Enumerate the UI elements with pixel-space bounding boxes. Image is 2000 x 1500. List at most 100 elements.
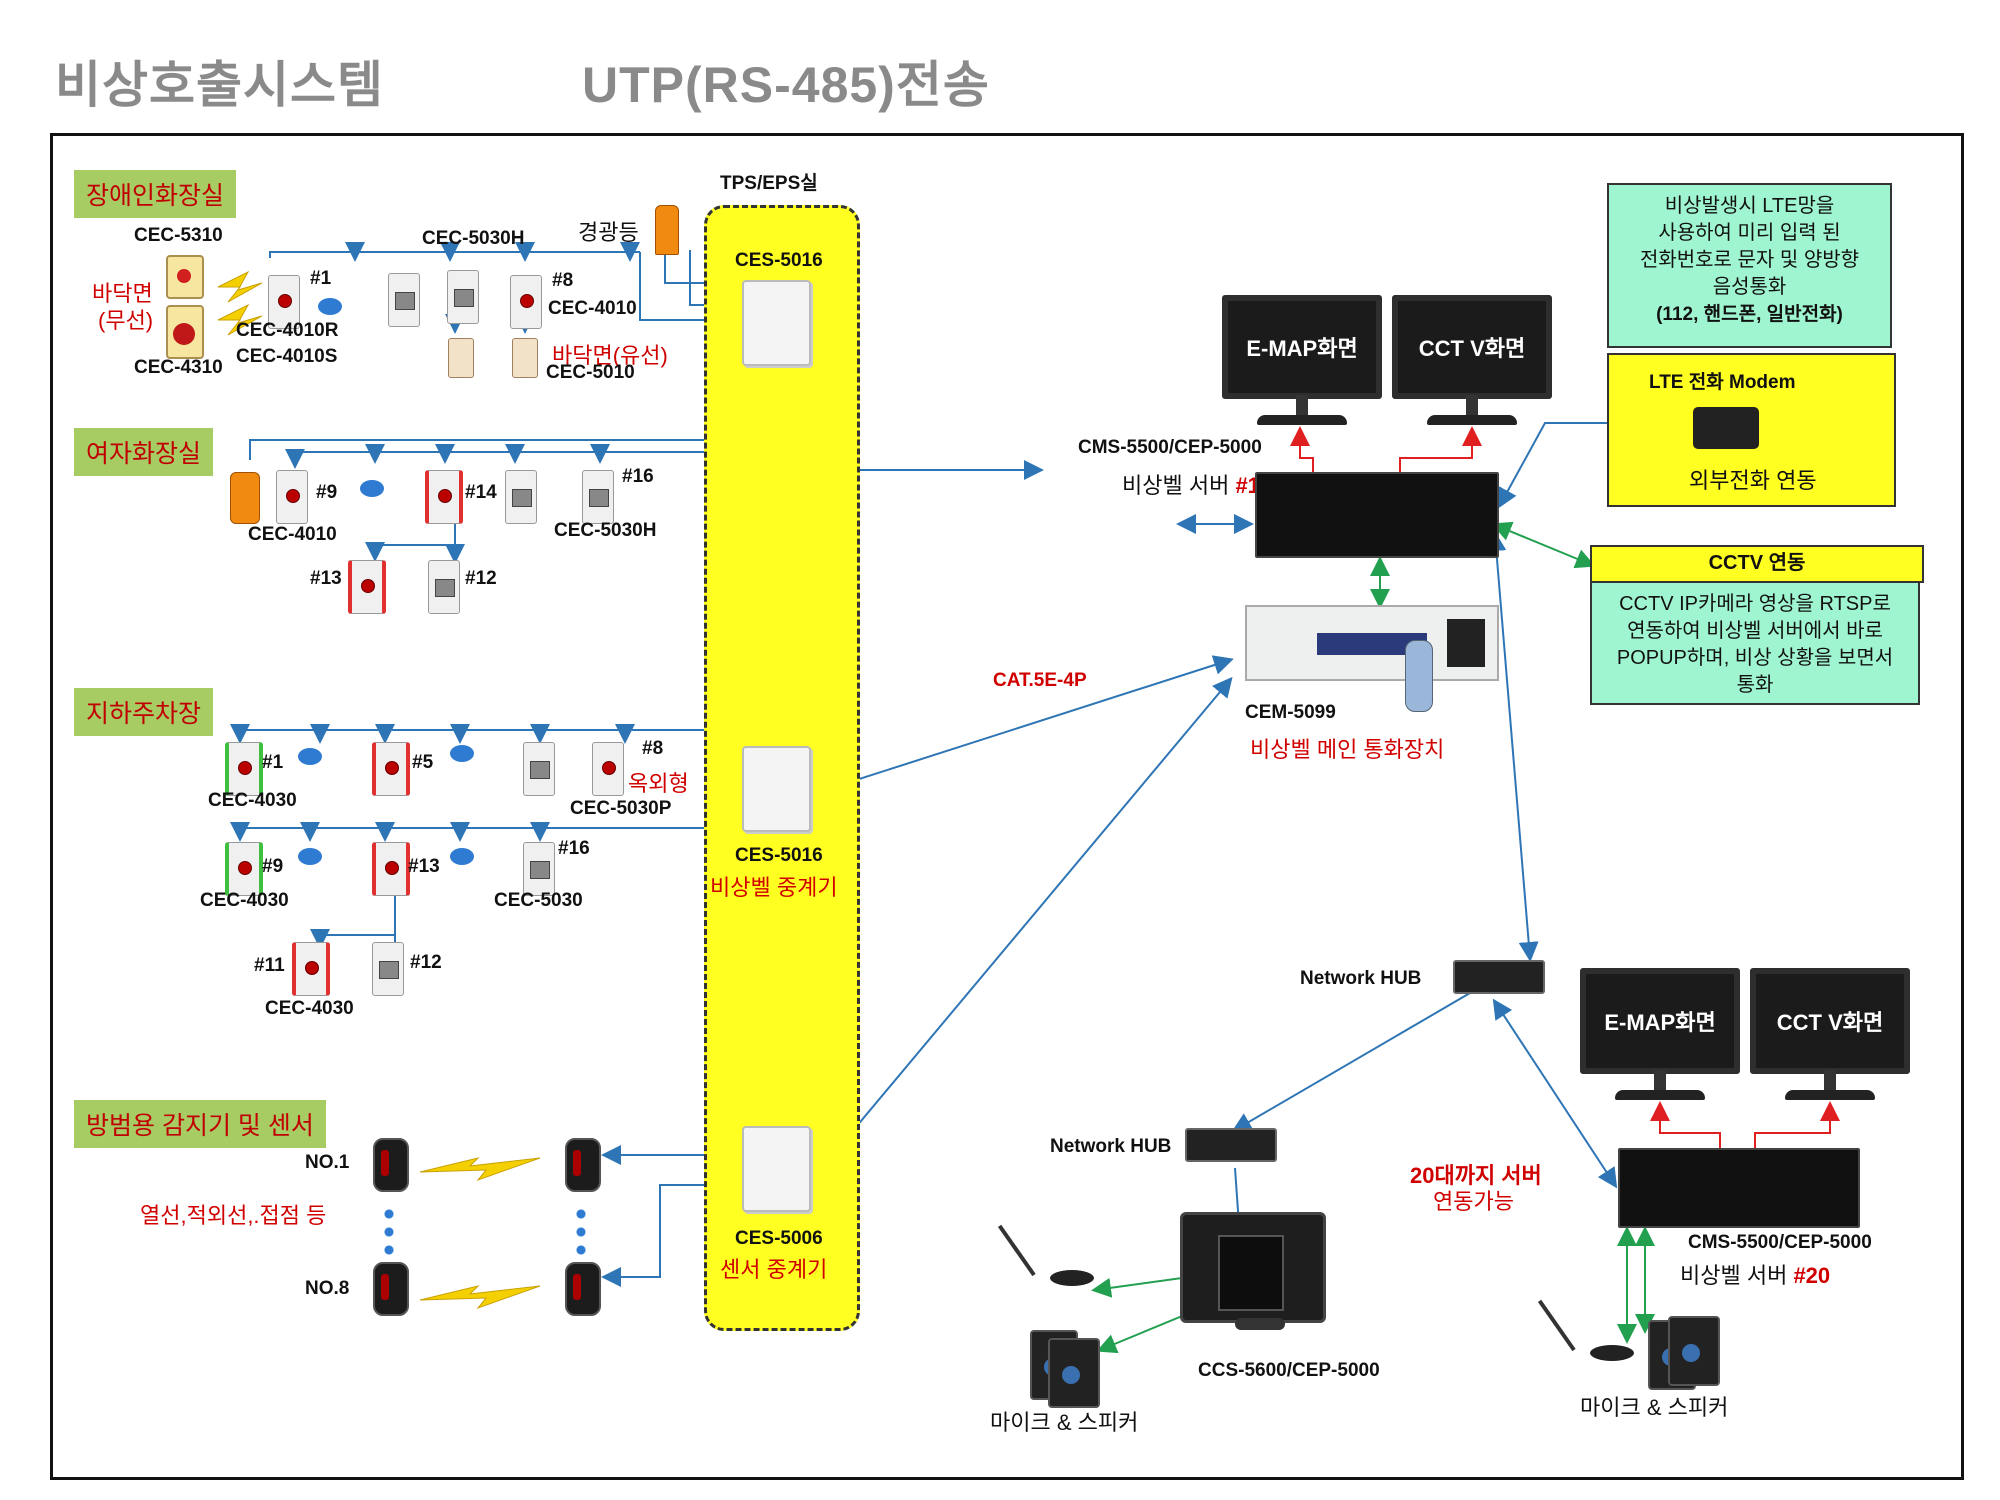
speaker-icon — [1048, 1338, 1100, 1408]
label-p16: #16 — [558, 838, 590, 859]
call-button-p8 — [592, 742, 624, 796]
call-button-p11 — [292, 942, 330, 996]
system-title: 비상호출시스템 — [55, 57, 384, 113]
link-note-1: 20대까지 서버 — [1410, 1163, 1542, 1188]
main-unit-desc: 비상벨 메인 통화장치 — [1250, 737, 1445, 762]
mic-speaker-label-1: 마이크 & 스피커 — [990, 1410, 1139, 1435]
label-cec5030h: CEC-5030H — [422, 228, 525, 249]
relay-ces5016-1 — [742, 280, 811, 366]
label-p-cec4030-c: CEC-4030 — [265, 998, 354, 1019]
call-button-w13 — [348, 560, 386, 614]
label-n8: #8 — [552, 270, 574, 291]
floor-wireless-label-2: (무선) — [98, 308, 154, 333]
wireless-floor-button-2 — [166, 305, 204, 359]
lte-modem-icon — [1693, 407, 1759, 449]
mic-speaker-label-2: 마이크 & 스피커 — [1580, 1395, 1729, 1420]
label-p8: #8 — [642, 738, 664, 759]
label-p-cec5030p: CEC-5030P — [570, 798, 672, 819]
label-w-cec4010: CEC-4010 — [248, 524, 337, 545]
label-no8: NO.8 — [305, 1278, 350, 1299]
call-button-w12 — [428, 560, 460, 614]
sensor-no1-rx — [565, 1138, 601, 1192]
relay-ces5016-2 — [742, 746, 811, 832]
network-hub-2-label: Network HUB — [1050, 1136, 1172, 1157]
label-p-cec5030: CEC-5030 — [494, 890, 583, 911]
label-p12: #12 — [410, 952, 442, 973]
diagram-frame — [50, 133, 1964, 1480]
call-button-w15 — [505, 470, 537, 524]
server20-rack — [1618, 1148, 1860, 1228]
section-womens-restroom: 여자화장실 — [74, 428, 214, 476]
server1-rack — [1255, 472, 1499, 558]
cable-label: CAT.5E-4P — [993, 670, 1087, 691]
label-p13: #13 — [408, 856, 440, 877]
floor-wired-button-2 — [512, 338, 538, 378]
relay1-model: CES-5016 — [735, 250, 823, 271]
junction-dot — [298, 748, 322, 765]
handset-icon — [1405, 640, 1433, 712]
server20-model: CMS-5500/CEP-5000 — [1688, 1232, 1872, 1253]
warning-light — [655, 205, 679, 255]
junction-dot — [450, 745, 474, 762]
junction-dot — [298, 848, 322, 865]
call-button-4010r — [268, 275, 300, 329]
section-security-sensors: 방범용 감지기 및 센서 — [74, 1100, 326, 1148]
label-cec4010r: CEC-4010R — [236, 320, 339, 341]
label-cec4010: CEC-4010 — [548, 298, 637, 319]
call-button-p9 — [225, 842, 263, 896]
dots-vertical — [384, 1205, 394, 1257]
label-cec5010: CEC-5010 — [546, 362, 635, 383]
label-p1: #1 — [262, 752, 284, 773]
label-outdoor: 옥외형 — [628, 771, 689, 796]
call-button-5030h-a — [388, 273, 420, 327]
label-w-cec5030h: CEC-5030H — [554, 520, 657, 541]
sensor-types-label: 열선,적외선,.접점 등 — [140, 1203, 327, 1228]
client-model: CCS-5600/CEP-5000 — [1198, 1360, 1380, 1381]
label-w14: #14 — [465, 482, 497, 503]
cctv-title-box: CCTV 연동 — [1590, 545, 1924, 583]
floor-wireless-label-1: 바닥면 — [92, 281, 153, 306]
junction-dot — [318, 298, 342, 315]
main-unit-model: CEM-5099 — [1245, 702, 1336, 723]
floor-wired-label: 바닥면(유선) — [552, 343, 668, 368]
section-underground-parking: 지하주차장 — [74, 688, 214, 736]
warning-light-women — [230, 472, 260, 524]
junction-dot — [360, 480, 384, 497]
warning-light-label: 경광등 — [578, 220, 639, 245]
monitor-cctv-20: CCT V화면 — [1750, 968, 1910, 1100]
label-no1: NO.1 — [305, 1152, 350, 1173]
label-n1: #1 — [310, 268, 332, 289]
label-p9: #9 — [262, 856, 284, 877]
call-button-p7 — [523, 742, 555, 796]
monitor-emap-1: E-MAP화면 — [1222, 295, 1382, 425]
call-button-w9 — [276, 470, 308, 524]
call-button-p1 — [225, 742, 263, 796]
monitor-emap-20: E-MAP화면 — [1580, 968, 1740, 1100]
label-p11: #11 — [254, 955, 285, 976]
client-tower — [1218, 1235, 1284, 1311]
relay3-model: CES-5006 — [735, 1228, 823, 1249]
label-p5: #5 — [412, 752, 434, 773]
server1-name: 비상벨 서버 #1 — [1122, 473, 1260, 498]
network-hub-1-label: Network HUB — [1300, 968, 1422, 989]
junction-dot — [450, 848, 474, 865]
dots-vertical — [576, 1205, 586, 1257]
lte-modem-box: LTE 전화 Modem 외부전화 연동 — [1607, 353, 1896, 507]
monitor-cctv-1: CCT V화면 — [1392, 295, 1552, 425]
label-w12: #12 — [465, 568, 497, 589]
microphone-icon — [1590, 1345, 1634, 1361]
server1-model: CMS-5500/CEP-5000 — [1078, 437, 1262, 458]
speaker-icon — [1668, 1316, 1720, 1386]
floor-wired-button-1 — [448, 338, 474, 378]
tps-room-label: TPS/EPS실 — [720, 173, 818, 194]
relay2-model: CES-5016 — [735, 845, 823, 866]
link-note-2: 연동가능 — [1433, 1189, 1514, 1214]
network-hub-2 — [1185, 1128, 1277, 1162]
call-button-4010 — [510, 275, 542, 329]
call-button-p12 — [372, 942, 404, 996]
relay-ces5006 — [742, 1126, 811, 1212]
sensor-no8-tx — [373, 1262, 409, 1316]
relay3-desc: 센서 중계기 — [720, 1257, 828, 1282]
